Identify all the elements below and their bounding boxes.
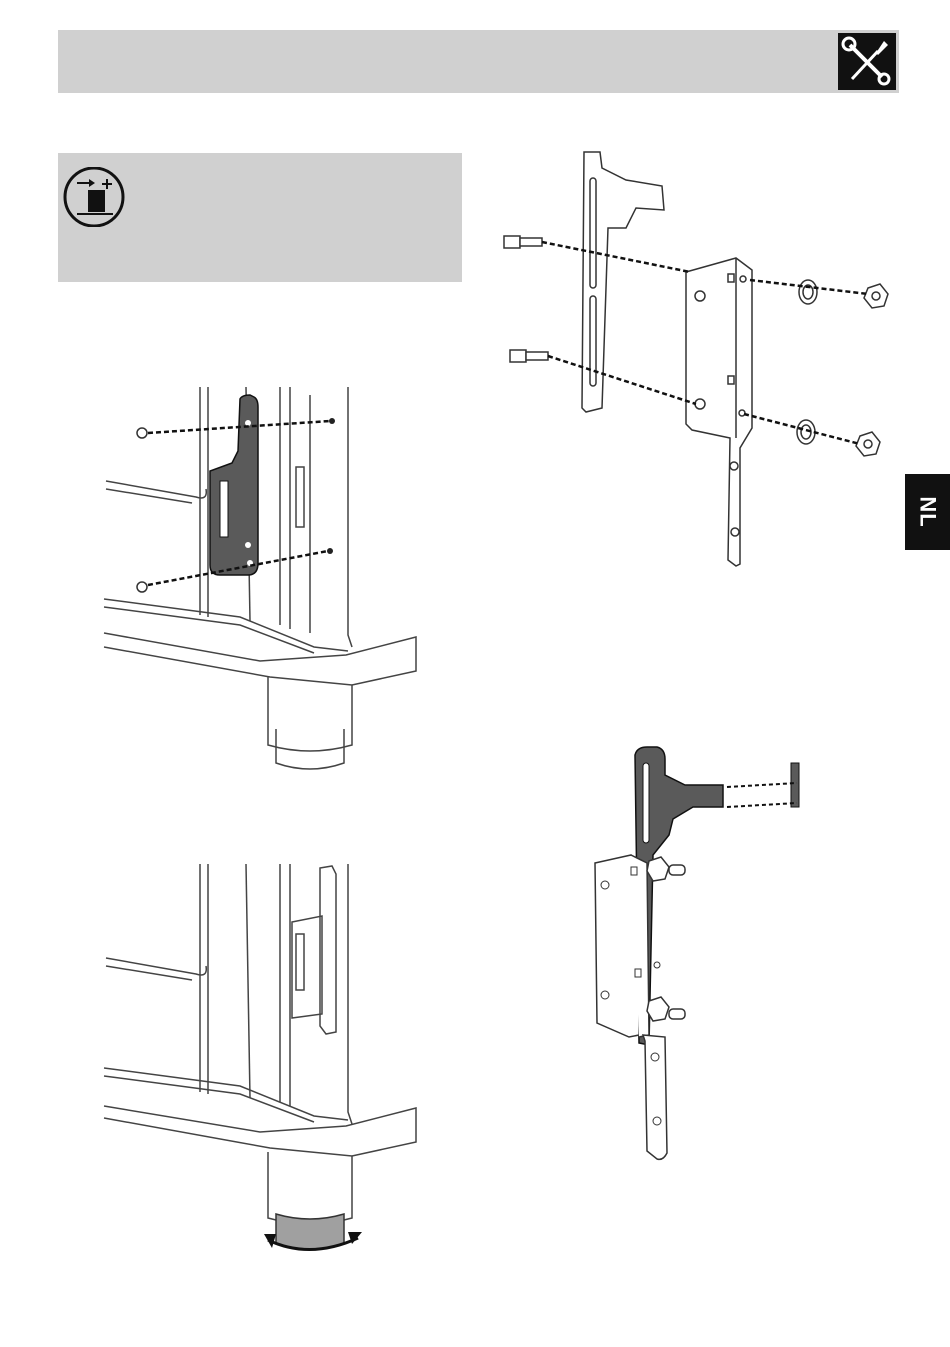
- installation-safety-icon: [61, 167, 127, 227]
- language-tab-label: NL: [914, 496, 940, 527]
- oven-bracket-mount-figure: [100, 385, 420, 775]
- bracket-exploded-figure: [490, 148, 910, 573]
- tools-icon: [838, 33, 896, 90]
- language-tab: NL: [905, 474, 950, 550]
- bracket-assembled-figure: [585, 745, 815, 1165]
- page-header-bar: [58, 30, 899, 93]
- oven-foot-adjust-figure: [100, 862, 420, 1262]
- notice-box: [58, 153, 462, 282]
